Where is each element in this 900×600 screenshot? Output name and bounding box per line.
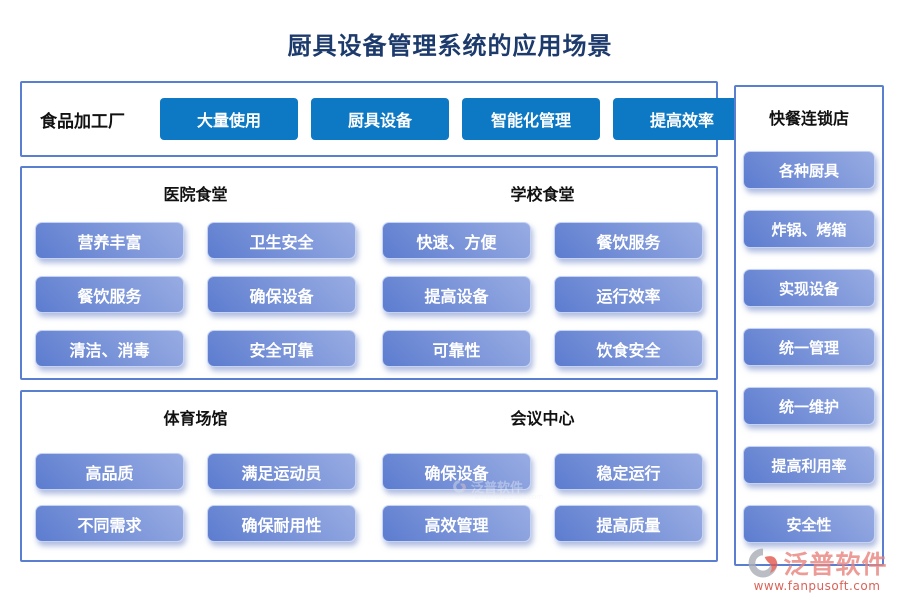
- fastfood-tag-button[interactable]: 实现设备: [743, 269, 875, 307]
- school-tag-button[interactable]: 提高设备: [382, 276, 531, 313]
- brand-name: 泛普软件: [783, 550, 888, 579]
- school-tag-button[interactable]: 快速、方便: [382, 222, 531, 259]
- school-canteen-grid: 快速、方便 餐饮服务 提高设备 运行效率 可靠性 饮食安全: [382, 222, 703, 367]
- hospital-canteen-grid: 营养丰富 卫生安全 餐饮服务 确保设备 清洁、消毒 安全可靠: [35, 222, 356, 367]
- school-tag-button[interactable]: 运行效率: [554, 276, 703, 313]
- fastfood-chain-title: 快餐连锁店: [768, 109, 849, 128]
- conference-center-grid: 确保设备 稳定运行 高效管理 提高质量: [382, 453, 703, 542]
- hospital-tag-button[interactable]: 确保设备: [207, 276, 356, 313]
- conference-tag-button[interactable]: 提高质量: [554, 505, 703, 542]
- hospital-tag-button[interactable]: 餐饮服务: [35, 276, 184, 313]
- fastfood-tag-button[interactable]: 统一维护: [743, 387, 875, 425]
- school-tag-button[interactable]: 餐饮服务: [554, 222, 703, 259]
- hospital-tag-button[interactable]: 卫生安全: [207, 222, 356, 259]
- sports-tag-button[interactable]: 满足运动员: [207, 453, 356, 490]
- scene-hospital-canteen: 医院食堂 营养丰富 卫生安全 餐饮服务 确保设备 清洁、消毒 安全可靠: [22, 168, 369, 378]
- fastfood-tag-button[interactable]: 统一管理: [743, 328, 875, 366]
- factory-tag-button[interactable]: 智能化管理: [462, 98, 600, 140]
- fastfood-tag-button[interactable]: 提高利用率: [743, 446, 875, 484]
- fanpu-logo-icon: [749, 548, 778, 578]
- food-factory-buttons: 大量使用 厨具设备 智能化管理 提高效率: [160, 98, 751, 140]
- section-canteens: 医院食堂 营养丰富 卫生安全 餐饮服务 确保设备 清洁、消毒 安全可靠 学校食堂…: [20, 166, 718, 380]
- school-tag-button[interactable]: 可靠性: [382, 330, 531, 367]
- sports-venue-grid: 高品质 满足运动员 不同需求 确保耐用性: [35, 453, 356, 542]
- conference-tag-button[interactable]: 稳定运行: [554, 453, 703, 490]
- conference-tag-button[interactable]: 高效管理: [382, 505, 531, 542]
- scene-conference-center: 会议中心 确保设备 稳定运行 高效管理 提高质量: [369, 392, 716, 560]
- factory-tag-button[interactable]: 提高效率: [613, 98, 751, 140]
- scene-sports-venue: 体育场馆 高品质 满足运动员 不同需求 确保耐用性: [22, 392, 369, 560]
- school-canteen-title: 学校食堂: [510, 185, 575, 204]
- brand-url: www.fanpusoft.com: [753, 579, 881, 593]
- school-tag-button[interactable]: 饮食安全: [554, 330, 703, 367]
- section-venues: 体育场馆 高品质 满足运动员 不同需求 确保耐用性 会议中心 确保设备 稳定运行…: [20, 390, 718, 562]
- fastfood-tag-button[interactable]: 炸锅、烤箱: [743, 210, 875, 248]
- section-food-factory: 食品加工厂 大量使用 厨具设备 智能化管理 提高效率: [20, 81, 751, 157]
- hospital-canteen-title: 医院食堂: [163, 185, 228, 204]
- hospital-tag-button[interactable]: 安全可靠: [207, 330, 356, 367]
- scene-school-canteen: 学校食堂 快速、方便 餐饮服务 提高设备 运行效率 可靠性 饮食安全: [369, 168, 716, 378]
- conference-center-title: 会议中心: [510, 409, 575, 428]
- sports-venue-title: 体育场馆: [163, 409, 228, 428]
- hospital-tag-button[interactable]: 清洁、消毒: [35, 330, 184, 367]
- sports-tag-button[interactable]: 确保耐用性: [207, 505, 356, 542]
- fastfood-tag-button[interactable]: 各种厨具: [743, 151, 875, 189]
- food-factory-label: 食品加工厂: [40, 111, 125, 132]
- section-fastfood-chain: 快餐连锁店 各种厨具 炸锅、烤箱 实现设备 统一管理 统一维护 提高利用率 安全…: [734, 85, 884, 566]
- sports-tag-button[interactable]: 不同需求: [35, 505, 184, 542]
- hospital-tag-button[interactable]: 营养丰富: [35, 222, 184, 259]
- fastfood-chain-stack: 各种厨具 炸锅、烤箱 实现设备 统一管理 统一维护 提高利用率 安全性: [743, 151, 875, 543]
- factory-tag-button[interactable]: 大量使用: [160, 98, 298, 140]
- brand-logo: 泛普软件 www.fanpusoft.com: [742, 545, 892, 593]
- factory-tag-button[interactable]: 厨具设备: [311, 98, 449, 140]
- sports-tag-button[interactable]: 高品质: [35, 453, 184, 490]
- page-title: 厨具设备管理系统的应用场景: [287, 32, 613, 60]
- fastfood-tag-button[interactable]: 安全性: [743, 505, 875, 543]
- conference-tag-button[interactable]: 确保设备: [382, 453, 531, 490]
